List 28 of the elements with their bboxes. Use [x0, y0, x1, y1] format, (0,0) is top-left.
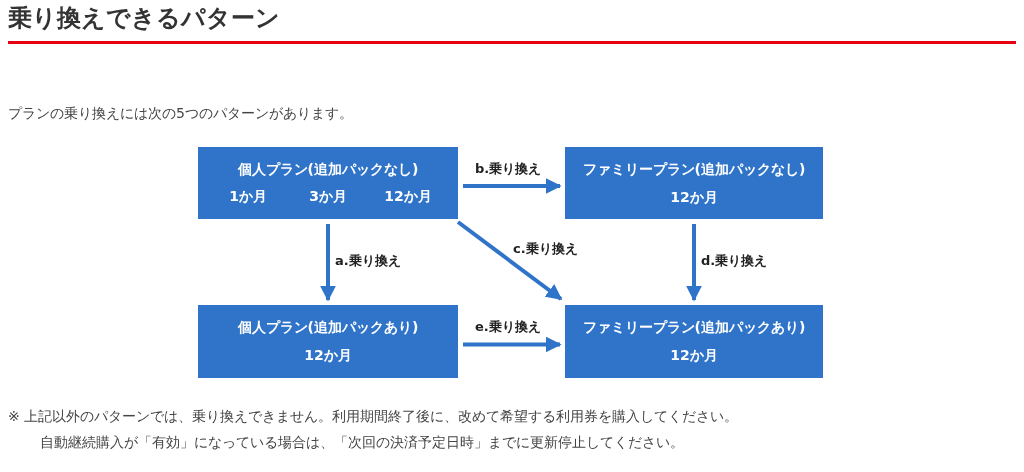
plan-box — [565, 147, 823, 219]
arrow — [456, 220, 563, 301]
edge-label: c.乗り換え — [512, 240, 579, 258]
plan-name: ファミリープラン(追加パックあり) — [582, 319, 806, 337]
arrow — [463, 178, 562, 194]
arrow — [463, 336, 562, 353]
plan-name: ファミリープラン(追加パックなし) — [582, 161, 806, 179]
plan-name: 個人プラン(追加パックなし) — [237, 161, 419, 179]
plan-duration: 12か月 — [670, 189, 718, 207]
plan-box — [565, 305, 823, 378]
page-heading: 乗り換えできるパターン — [8, 3, 280, 34]
note-text: ※ 上記以外のパターンでは、乗り換えできません。利用期間終了後に、改めて希望する利用券を購入してください。 — [8, 408, 739, 426]
edge-label: d.乗り換え — [700, 252, 769, 270]
plan-duration: 12か月 — [670, 347, 718, 365]
plan-duration: 3か月 — [309, 188, 347, 206]
plan-duration: 1か月 — [229, 188, 267, 206]
arrow — [686, 224, 702, 302]
plan-duration: 12か月 — [384, 188, 432, 206]
arrow — [320, 224, 336, 302]
plan-box — [198, 305, 458, 378]
note-text: 自動継続購入が「有効」になっている場合は、「次回の決済予定日時」までに更新停止してください。 — [40, 434, 684, 452]
plan-name: 個人プラン(追加パックあり) — [237, 319, 419, 337]
edge-label: b.乗り換え — [474, 160, 543, 178]
plan-duration: 12か月 — [304, 347, 352, 365]
edge-label: e.乗り換え — [474, 318, 542, 336]
intro-text: プランの乗り換えには次の5つのパターンがあります。 — [8, 105, 353, 123]
plan-box — [198, 147, 458, 219]
edge-label: a.乗り換え — [334, 252, 402, 270]
